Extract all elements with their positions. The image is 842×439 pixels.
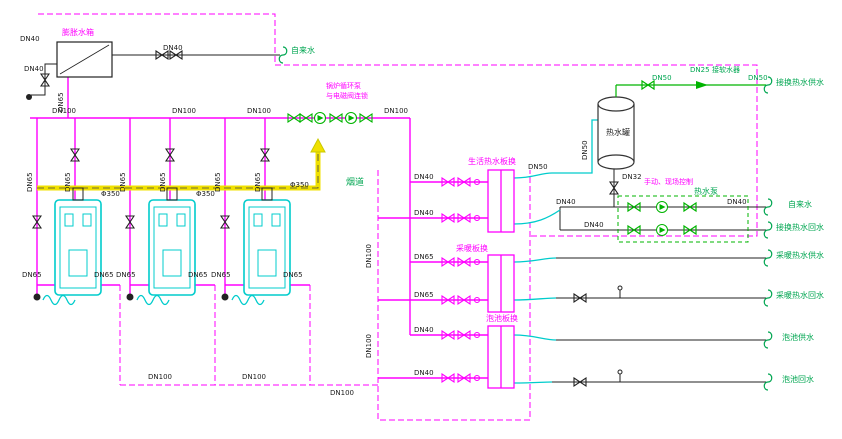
flue-label: 烟道 [346, 178, 365, 188]
hot-water-pumps [656, 201, 668, 236]
primary-supply-pipes [30, 77, 488, 379]
expansion-tank-label: 膨胀水箱 [62, 28, 94, 37]
dn40-feed-label-1: DN40 [414, 173, 434, 181]
outlet-heating-return-label: 采暖热水回水 [776, 291, 824, 300]
dn50-top-label-2: DN50 [748, 74, 768, 82]
flow-arrow-icon [696, 81, 708, 89]
pump-interlock-note-2: 与电磁阀连锁 [326, 92, 368, 100]
dn65-riser-label-3: DN65 [119, 172, 127, 192]
dn40-fill-label: DN40 [163, 44, 183, 52]
hot-water-tank [597, 96, 635, 170]
hot-water-pump-circuit [615, 80, 766, 243]
dn40-pump-label-3: DN40 [584, 221, 604, 229]
hot-water-tank-label: 热水罐 [606, 128, 630, 137]
exchanger-feed-valves [441, 177, 481, 383]
dn25-top-label: DN25 [690, 66, 710, 74]
dn65-feed-label-1: DN65 [414, 253, 434, 261]
dn100-return-label-2: DN100 [242, 373, 266, 381]
dn65-bottom-label-1: DN65 [22, 271, 42, 279]
hot-water-pump-label: 热水泵 [694, 187, 718, 196]
dn65-riser-label-1: DN65 [26, 172, 34, 192]
expansion-tank [56, 41, 113, 78]
dn100-riser-label-2: DN100 [365, 334, 373, 358]
dn65-bottom-label-2: DN65 [94, 271, 114, 279]
dn65-riser-label-6: DN65 [254, 172, 262, 192]
flue-diameter-label-1: Φ350 [101, 190, 120, 198]
dn40-feed-label-4: DN40 [414, 369, 434, 377]
flue-diameter-label-2: Φ350 [196, 190, 215, 198]
tap-water-inlet-label: 自来水 [291, 46, 315, 55]
dn100-header-label-3: DN100 [247, 107, 271, 115]
dn40-drain-label: DN40 [24, 65, 44, 73]
outlet-hx-return-label: 接换热水回水 [776, 223, 824, 232]
manual-control-note: 手动、现场控制 [644, 178, 693, 186]
heat-exchangers [487, 169, 515, 389]
dn100-header-label-4: DN100 [384, 107, 408, 115]
secondary-pipes [513, 119, 598, 384]
dn100-return-label-1: DN100 [148, 373, 172, 381]
dn100-return-label-3: DN100 [330, 389, 354, 397]
dn65-riser-label-2: DN65 [64, 172, 72, 192]
dn100-header-label-1: DN100 [52, 107, 76, 115]
dn65-bottom-label-6: DN65 [283, 271, 303, 279]
dn40-pump-label-2: DN40 [727, 198, 747, 206]
outlet-tap-water-label: 自来水 [788, 200, 812, 209]
outlet-pool-return-label: 泡池回水 [782, 375, 814, 384]
boundary-lines [38, 13, 758, 421]
dn65-riser-label-4: DN65 [159, 172, 167, 192]
dn50-top-label-1: DN50 [652, 74, 672, 82]
dn100-header-label-2: DN100 [172, 107, 196, 115]
dn65-feed-label-2: DN65 [414, 291, 434, 299]
pool-exchanger-label: 泡池板换 [486, 314, 518, 323]
dn50-tank-inlet-label: DN50 [581, 140, 589, 160]
outlet-pool-supply-label: 泡池供水 [782, 333, 814, 342]
boiler-2 [136, 187, 196, 306]
dn32-label: DN32 [622, 173, 642, 181]
dn40-pump-label-1: DN40 [556, 198, 576, 206]
pump-interlock-note-1: 锅炉循环泵 [326, 82, 361, 90]
boiler-3 [231, 187, 291, 306]
heating-exchanger-label: 采暖板换 [456, 244, 488, 253]
dn40-feed-label-3: DN40 [414, 326, 434, 334]
dn100-riser-label-1: DN100 [365, 244, 373, 268]
dhw-exchanger-label: 生活热水板换 [468, 157, 516, 166]
flue-arrow-icon [310, 137, 326, 153]
outlet-hx-supply-label: 接换热水供水 [776, 78, 824, 87]
boiler-1 [42, 187, 102, 306]
dn65-riser-label-5: DN65 [214, 172, 222, 192]
dn50-exchanger-label: DN50 [528, 163, 548, 171]
outlet-heating-supply-label: 采暖热水供水 [776, 251, 824, 260]
dn40-overflow-label: DN40 [20, 35, 40, 43]
softener-label: 接软水器 [712, 66, 740, 74]
flue-diameter-label-3: Φ350 [290, 181, 309, 189]
dn65-bottom-label-4: DN65 [188, 271, 208, 279]
dn65-bottom-label-5: DN65 [211, 271, 231, 279]
dn65-bottom-label-3: DN65 [116, 271, 136, 279]
dn40-feed-label-2: DN40 [414, 209, 434, 217]
flue-duct [37, 137, 326, 191]
boiler-pump-dots [26, 94, 229, 301]
